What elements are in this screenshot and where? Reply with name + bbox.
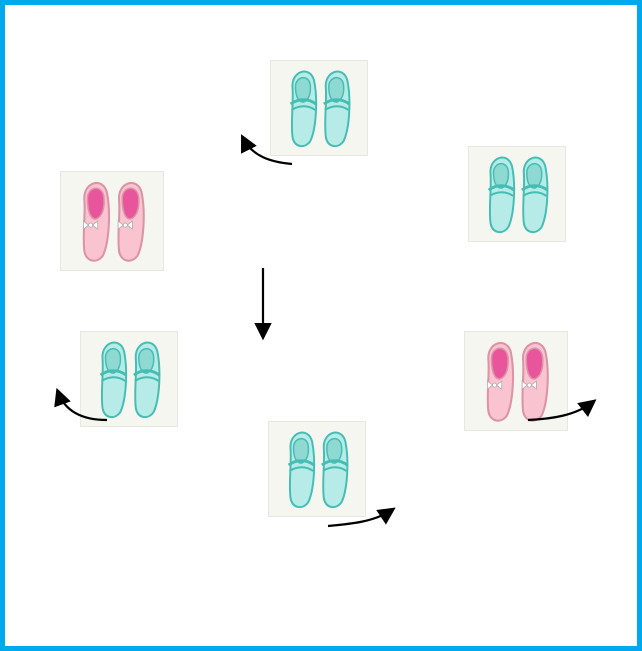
shoe-top [270,60,368,156]
pink-shoes-icon [465,332,567,430]
pink-shoes-icon [61,172,163,270]
shoe-lower-right [464,331,568,431]
shoe-lower-left [80,331,178,427]
teal-shoes-icon [469,147,565,241]
shoe-upper-right [468,146,566,242]
shoe-bottom [268,421,366,517]
teal-shoes-icon [81,332,177,426]
shoe-upper-left [60,171,164,271]
teal-shoes-icon [269,422,365,516]
teal-shoes-icon [271,61,367,155]
